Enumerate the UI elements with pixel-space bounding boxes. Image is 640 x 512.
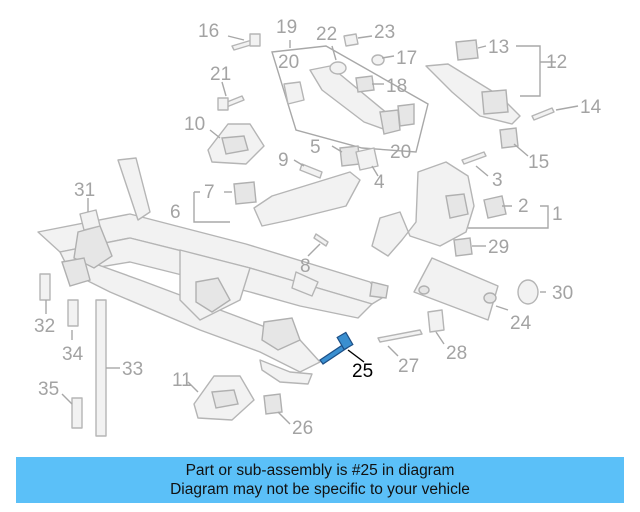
callout-20-bottom: 20 — [390, 142, 411, 163]
callout-19: 19 — [276, 17, 297, 38]
callout-7: 7 — [204, 182, 215, 203]
callout-24: 24 — [510, 313, 532, 334]
callout-28: 28 — [446, 343, 467, 364]
part-25-bolt — [319, 331, 354, 365]
callout-18: 18 — [386, 76, 407, 97]
part-6-trailing-link — [193, 171, 361, 227]
part-8-bolt — [313, 233, 329, 247]
info-banner: Part or sub-assembly is #25 in diagram D… — [16, 457, 624, 503]
callout-10: 10 — [184, 114, 205, 135]
banner-line-2: Diagram may not be specific to your vehi… — [170, 481, 470, 498]
small-hardware-22-23-17-18 — [329, 33, 385, 93]
callout-2: 2 — [518, 196, 529, 217]
callout-12: 12 — [546, 52, 567, 73]
part-1-wheel-knuckle — [371, 151, 507, 257]
part-13-lower-arm — [425, 39, 555, 149]
callout-27: 27 — [398, 356, 419, 377]
part-26-bushing — [263, 393, 283, 415]
callout-3: 3 — [492, 170, 503, 191]
callout-31: 31 — [74, 180, 95, 201]
part-29-bushing — [453, 237, 473, 257]
banner-line-1: Part or sub-assembly is #25 in diagram — [185, 462, 455, 479]
left-hardware — [39, 209, 107, 437]
callout-17: 17 — [396, 48, 417, 69]
callout-32: 32 — [34, 316, 55, 337]
part-10-mount — [207, 123, 265, 165]
callout-5: 5 — [310, 137, 321, 158]
callout-23: 23 — [374, 22, 395, 43]
part-30-ring — [517, 279, 539, 305]
callout-8: 8 — [300, 256, 311, 277]
parts-diagram: 16 19 22 23 17 18 20 20 21 10 13 12 14 1… — [34, 17, 602, 439]
callout-14: 14 — [580, 97, 602, 118]
callout-numbers: 16 19 22 23 17 18 20 20 21 10 13 12 14 1… — [34, 17, 602, 439]
part-19-upper-arm — [271, 45, 429, 153]
callout-13: 13 — [488, 37, 509, 58]
callout-1: 1 — [552, 204, 563, 225]
callout-20-top: 20 — [278, 52, 299, 73]
callout-22: 22 — [316, 24, 337, 45]
callout-11: 11 — [172, 370, 192, 391]
part-24-link — [413, 257, 499, 321]
callout-25: 25 — [352, 361, 373, 382]
callout-30: 30 — [552, 283, 573, 304]
part-16-bolt — [231, 33, 261, 51]
part-21-bolt — [217, 95, 245, 111]
callout-9: 9 — [278, 150, 289, 171]
callout-35: 35 — [38, 379, 59, 400]
part-11-mount — [193, 375, 255, 421]
callout-34: 34 — [62, 344, 84, 365]
callout-26: 26 — [292, 418, 313, 439]
callout-29: 29 — [488, 237, 509, 258]
callout-21: 21 — [210, 64, 231, 85]
callout-33: 33 — [122, 359, 143, 380]
callout-16: 16 — [198, 21, 219, 42]
hardware-5-9-4 — [299, 145, 379, 179]
rear-subframe — [37, 157, 389, 385]
callout-15: 15 — [528, 152, 549, 173]
callout-4: 4 — [374, 172, 385, 193]
callout-6: 6 — [170, 202, 181, 223]
part-27-28-hardware — [377, 309, 445, 343]
leader-lines — [45, 35, 579, 425]
